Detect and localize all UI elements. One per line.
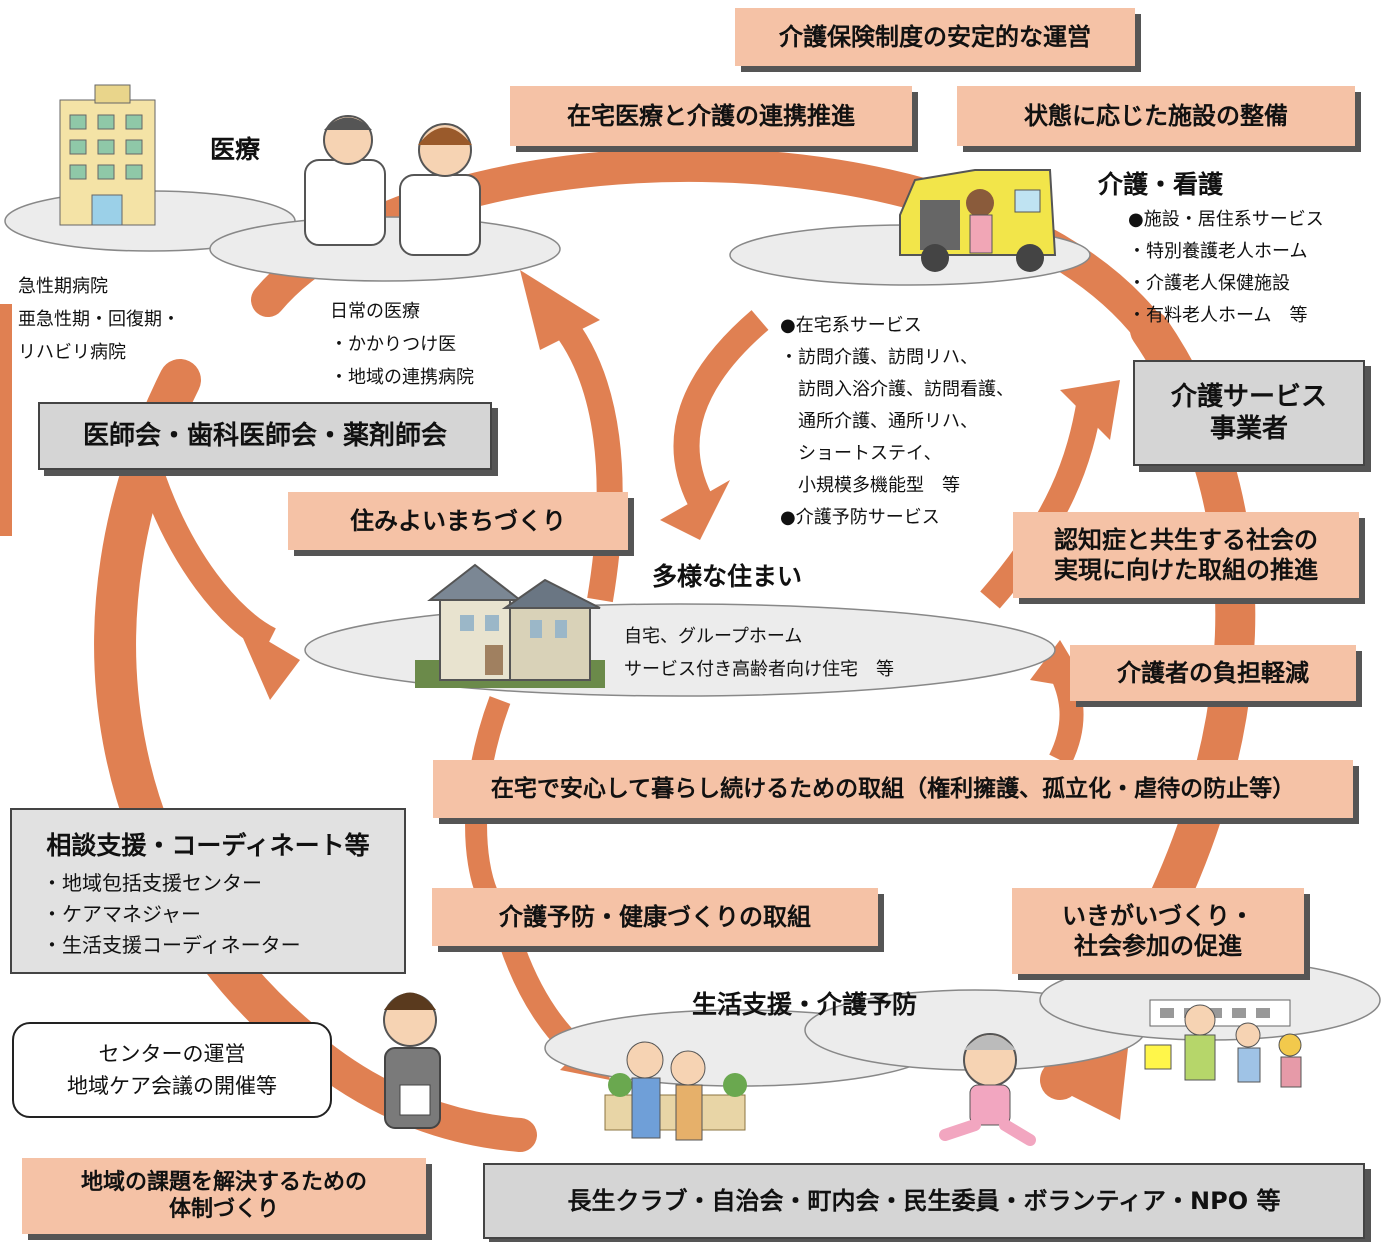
facility-services-list: ●施設・居住系サービス ・特別養護老人ホーム ・介護老人保健施設 ・有料老人ホー… [1128, 209, 1324, 326]
hospital-list: 急性期病院 亜急性期・回復期・ リハビリ病院 [18, 276, 180, 363]
welfare-van-icon [899, 169, 1057, 272]
consultation-title: 相談支援・コーディネート等 [46, 831, 370, 860]
crossing-guard-icon [1144, 999, 1302, 1088]
theme-stable-operation: 介護保険制度の安定的な運営 [735, 8, 1135, 66]
doctors-icon [304, 115, 481, 256]
theme-home-care-link: 在宅医療と介護の連携推進 [510, 86, 912, 146]
house-icon [415, 563, 605, 688]
theme-caregiver-burden: 介護者の負担軽減 [1070, 645, 1356, 701]
caregiver-icon [383, 992, 441, 1129]
organizations-box: 長生クラブ・自治会・町内会・民生委員・ボランティア・NPO 等 [483, 1163, 1365, 1239]
gardening-seniors-icon [604, 1041, 747, 1141]
theme-dementia: 認知症と共生する社会の実現に向けた取組の推進 [1013, 512, 1359, 598]
consultation-item: ・地域包括支援センター [42, 871, 262, 895]
daily-care-list: 日常の医療 ・かかりつけ医 ・地域の連携病院 [330, 301, 474, 388]
care-providers-box: 介護サービス事業者 [1133, 360, 1365, 466]
housing-heading: 多様な住まい [652, 562, 803, 591]
support-heading: 生活支援・介護予防 [692, 990, 918, 1019]
care-heading: 介護・看護 [1098, 170, 1224, 199]
housing-types: 自宅、グループホーム サービス付き高齢者向け住宅 等 [624, 626, 894, 680]
medical-heading: 医療 [210, 135, 261, 164]
medical-association-box: 医師会・歯科医師会・薬剤師会 [38, 402, 492, 470]
consultation-item: ・生活支援コーディネーター [42, 933, 301, 957]
hospital-building-icon [59, 84, 156, 226]
exercising-senior-icon [939, 1033, 1036, 1146]
consultation-box: 相談支援・コーディネート等 ・地域包括支援センター ・ケアマネジャー ・生活支援… [10, 808, 406, 974]
theme-ikigai: いきがいづくり・社会参加の促進 [1012, 888, 1304, 974]
theme-facility-maintenance: 状態に応じた施設の整備 [957, 86, 1355, 146]
theme-prevention-health: 介護予防・健康づくりの取組 [432, 888, 878, 946]
theme-livable-town: 住みよいまちづくり [288, 492, 628, 550]
consultation-item: ・ケアマネジャー [42, 902, 201, 926]
inner-arrows [137, 270, 1120, 1080]
theme-safe-living: 在宅で安心して暮らし続けるための取組（権利擁護、孤立化・虐待の防止等） [433, 760, 1353, 818]
theme-regional-issue: 地域の課題を解決するための体制づくり [22, 1158, 426, 1234]
center-operation-box: センターの運営 地域ケア会議の開催等 [12, 1022, 332, 1118]
home-services-list: ●在宅系サービス ・訪問介護、訪問リハ、 訪問入浴介護、訪問看護、 通所介護、通… [780, 315, 1014, 528]
left-accent-bar [0, 304, 12, 536]
